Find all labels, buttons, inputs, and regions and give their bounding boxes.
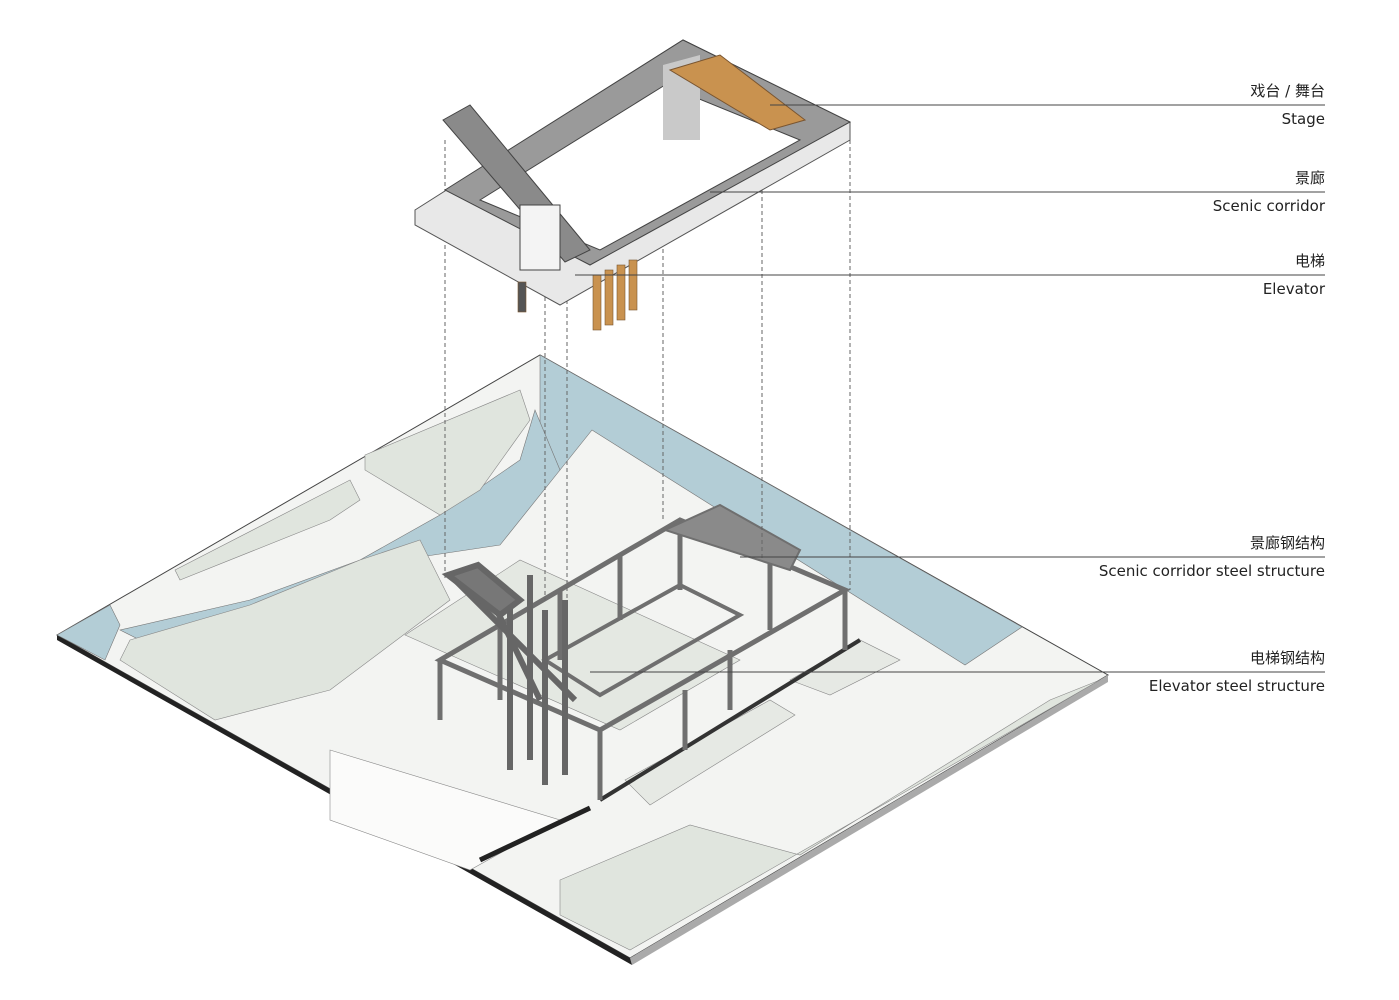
site-plane: [55, 354, 1109, 965]
leader-lines: [575, 104, 1325, 673]
label-elevator-en: Elevator: [1262, 280, 1325, 298]
label-elevator-steel-cn: 电梯钢结构: [1249, 649, 1325, 667]
label-elevator-steel-en: Elevator steel structure: [1148, 677, 1325, 695]
wood-louvers: [517, 259, 638, 331]
label-scenic-corridor-en: Scenic corridor: [1212, 197, 1325, 215]
label-elevator-steel: 电梯钢结构 Elevator steel structure: [1149, 649, 1325, 695]
label-corridor-steel: 景廊钢结构 Scenic corridor steel structure: [1099, 534, 1325, 580]
label-scenic-corridor-cn: 景廊: [1294, 169, 1325, 187]
stage-deck: [668, 54, 807, 131]
label-scenic-corridor: 景廊 Scenic corridor: [1213, 169, 1325, 215]
scenic-corridor-roof: [414, 39, 852, 331]
label-corridor-steel-en: Scenic corridor steel structure: [1098, 562, 1325, 580]
label-stage-cn: 戏台 / 舞台: [1250, 82, 1325, 100]
label-elevator: 电梯 Elevator: [1263, 252, 1325, 298]
elevator-shaft: [519, 204, 561, 271]
label-stage: 戏台 / 舞台 Stage: [1250, 82, 1325, 128]
label-corridor-steel-cn: 景廊钢结构: [1249, 534, 1325, 552]
label-elevator-cn: 电梯: [1294, 252, 1325, 270]
elevator-steel-structure: [441, 561, 578, 785]
label-stage-en: Stage: [1281, 110, 1325, 128]
